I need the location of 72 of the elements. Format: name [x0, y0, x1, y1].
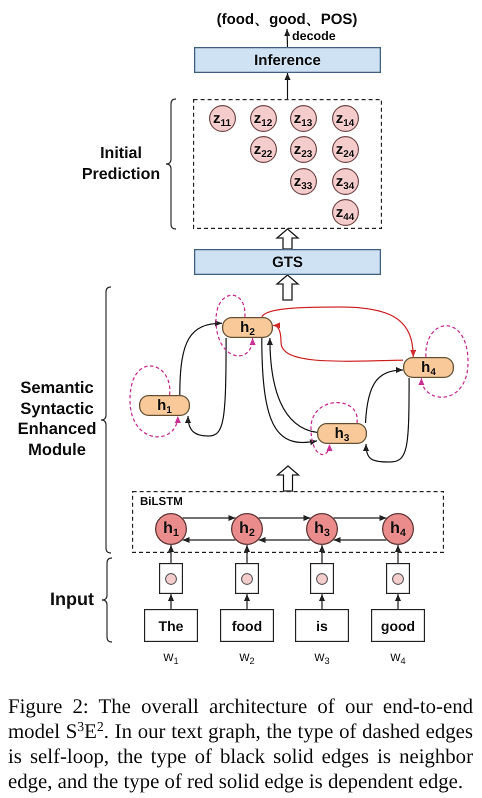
section-label: Input — [50, 588, 94, 610]
graph-node: h$_{4}$ — [403, 357, 454, 378]
arrow — [168, 545, 174, 563]
prediction-circle: z$_{23}$ — [290, 136, 316, 162]
loop-arrow — [419, 325, 469, 398]
word-index-label: w$_{1}$ — [163, 648, 179, 664]
word-box: The — [144, 609, 198, 642]
dashed-group-box — [132, 491, 444, 553]
section-label: Semantic Syntactic Enhanced Module — [18, 378, 96, 460]
embedding-box — [386, 563, 410, 594]
hidden-state-circle: h$_{2}$ — [231, 513, 263, 545]
arrow — [244, 594, 250, 609]
arrow — [168, 594, 174, 609]
arrow — [267, 338, 318, 433]
arrow — [244, 545, 250, 563]
arrow — [261, 306, 416, 358]
word-index-label: w$_{4}$ — [390, 648, 406, 664]
word-box: food — [220, 609, 274, 642]
arrow — [284, 73, 290, 99]
arrow — [258, 537, 310, 543]
embedding-box — [310, 563, 334, 594]
prediction-circle: z$_{12}$ — [250, 104, 276, 132]
arrow — [182, 537, 236, 543]
block-arrow — [276, 465, 300, 492]
prediction-circle: z$_{33}$ — [290, 168, 316, 194]
loop-arrow — [129, 365, 180, 438]
output-text: (food、good、POS) — [207, 10, 367, 29]
arrow — [395, 545, 401, 563]
edge-label: decode — [292, 29, 336, 43]
arrow — [364, 367, 404, 424]
section-label: Initial Prediction — [82, 144, 160, 185]
embedding-box — [235, 563, 259, 594]
prediction-circle: z$_{44}$ — [332, 198, 358, 226]
block-arrow — [275, 228, 300, 250]
arrow — [261, 338, 318, 445]
arrow — [179, 320, 222, 396]
prediction-circle: z$_{14}$ — [332, 104, 358, 132]
arrow — [185, 338, 227, 437]
arrow — [334, 515, 386, 521]
loop-arrow — [310, 402, 358, 456]
word-index-label: w$_{2}$ — [239, 648, 255, 664]
dashed-group-box — [193, 99, 382, 229]
figure-caption: Figure 2: The overall architecture of our end-to-end model S$^{3}$E$^{2}$. In our text graph, the type of dashed edges is self-loop, the type of black solid edges is neighbor edge, and the type of red solid edge is dependent edge. — [8, 694, 473, 794]
arrow — [363, 378, 410, 463]
embedding-box — [159, 563, 183, 594]
arrow — [395, 594, 401, 609]
prediction-circle: z$_{22}$ — [250, 136, 276, 162]
arrow — [182, 515, 236, 521]
module-box: Inference — [194, 47, 381, 73]
block-arrow — [275, 274, 300, 301]
arrow — [284, 28, 290, 48]
prediction-circle: z$_{11}$ — [208, 104, 236, 132]
graph-node: h$_{2}$ — [222, 317, 273, 338]
prediction-circle: z$_{13}$ — [290, 104, 316, 132]
arrow — [334, 537, 386, 543]
word-box: is — [295, 609, 349, 642]
arrow — [319, 545, 325, 563]
arrow — [272, 323, 404, 362]
prediction-circle: z$_{24}$ — [332, 136, 358, 162]
module-box: GTS — [194, 249, 381, 275]
hidden-state-circle: h$_{1}$ — [155, 513, 187, 545]
word-box: good — [371, 609, 425, 642]
graph-node: h$_{1}$ — [139, 395, 190, 416]
hidden-state-circle: h$_{4}$ — [382, 513, 414, 545]
arrow — [319, 594, 325, 609]
arrow — [258, 515, 310, 521]
hidden-state-circle: h$_{3}$ — [306, 513, 338, 545]
loop-arrow — [215, 294, 255, 356]
word-index-label: w$_{3}$ — [314, 648, 330, 664]
box-heading: BiLSTM — [140, 496, 183, 508]
graph-node: h$_{3}$ — [317, 423, 367, 444]
prediction-circle: z$_{34}$ — [332, 168, 358, 194]
